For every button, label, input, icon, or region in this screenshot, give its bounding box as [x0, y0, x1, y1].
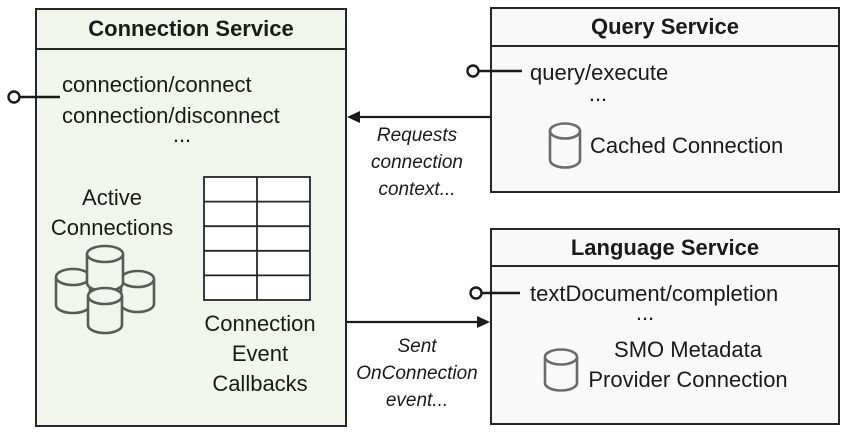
callbacks-table-icon	[203, 176, 311, 301]
language-service-box: Language Service	[490, 228, 840, 425]
onconnection-event-arrow	[347, 316, 490, 328]
smo-provider-line1: SMO Metadata	[614, 337, 762, 362]
callbacks-line1: Connection	[204, 311, 316, 336]
query-service-title: Query Service	[492, 9, 838, 47]
active-connections-line2: Connections	[50, 215, 174, 240]
query-service-box: Query Service	[490, 7, 840, 193]
cached-connection-database-icon	[548, 122, 582, 169]
requests-connection-arrow	[347, 111, 490, 123]
cached-connection-label: Cached Connection	[590, 133, 784, 158]
smo-provider-database-icon	[543, 348, 579, 392]
language-method-completion: textDocument/completion	[530, 281, 779, 306]
language-methods-ellipsis: ...	[635, 300, 655, 325]
callbacks-label: Connection Event Callbacks	[177, 309, 343, 399]
active-connections-label: Active Connections	[32, 183, 192, 243]
language-interface-lollipop-icon	[469, 286, 520, 300]
sent-label-line2: OnConnection	[356, 363, 478, 384]
active-connections-line1: Active	[82, 185, 142, 210]
database-cluster-icon	[54, 244, 156, 335]
sent-label-line1: Sent	[397, 336, 437, 357]
requests-label-line1: Requests	[376, 125, 458, 146]
onconnection-event-label: Sent OnConnection event...	[337, 333, 497, 414]
connection-methods-ellipsis: ...	[172, 122, 192, 147]
query-methods-ellipsis: ...	[588, 81, 608, 106]
requests-label-line2: connection	[371, 152, 463, 173]
sent-label-line3: event...	[385, 390, 449, 411]
requests-label-line3: context...	[378, 179, 456, 200]
language-service-title: Language Service	[492, 230, 838, 267]
smo-provider-line2: Provider Connection	[588, 367, 788, 392]
requests-connection-label: Requests connection context...	[337, 122, 497, 203]
connection-service-title: Connection Service	[37, 10, 345, 50]
callbacks-line3: Callbacks	[212, 371, 308, 396]
connection-method-connect: connection/connect	[62, 72, 252, 97]
connection-method-disconnect: connection/disconnect	[62, 103, 280, 128]
connection-interface-lollipop-icon	[7, 90, 60, 104]
callbacks-line2: Event	[231, 341, 289, 366]
smo-provider-label: SMO Metadata Provider Connection	[588, 335, 788, 395]
query-interface-lollipop-icon	[466, 64, 522, 78]
query-method-execute: query/execute	[530, 60, 669, 85]
